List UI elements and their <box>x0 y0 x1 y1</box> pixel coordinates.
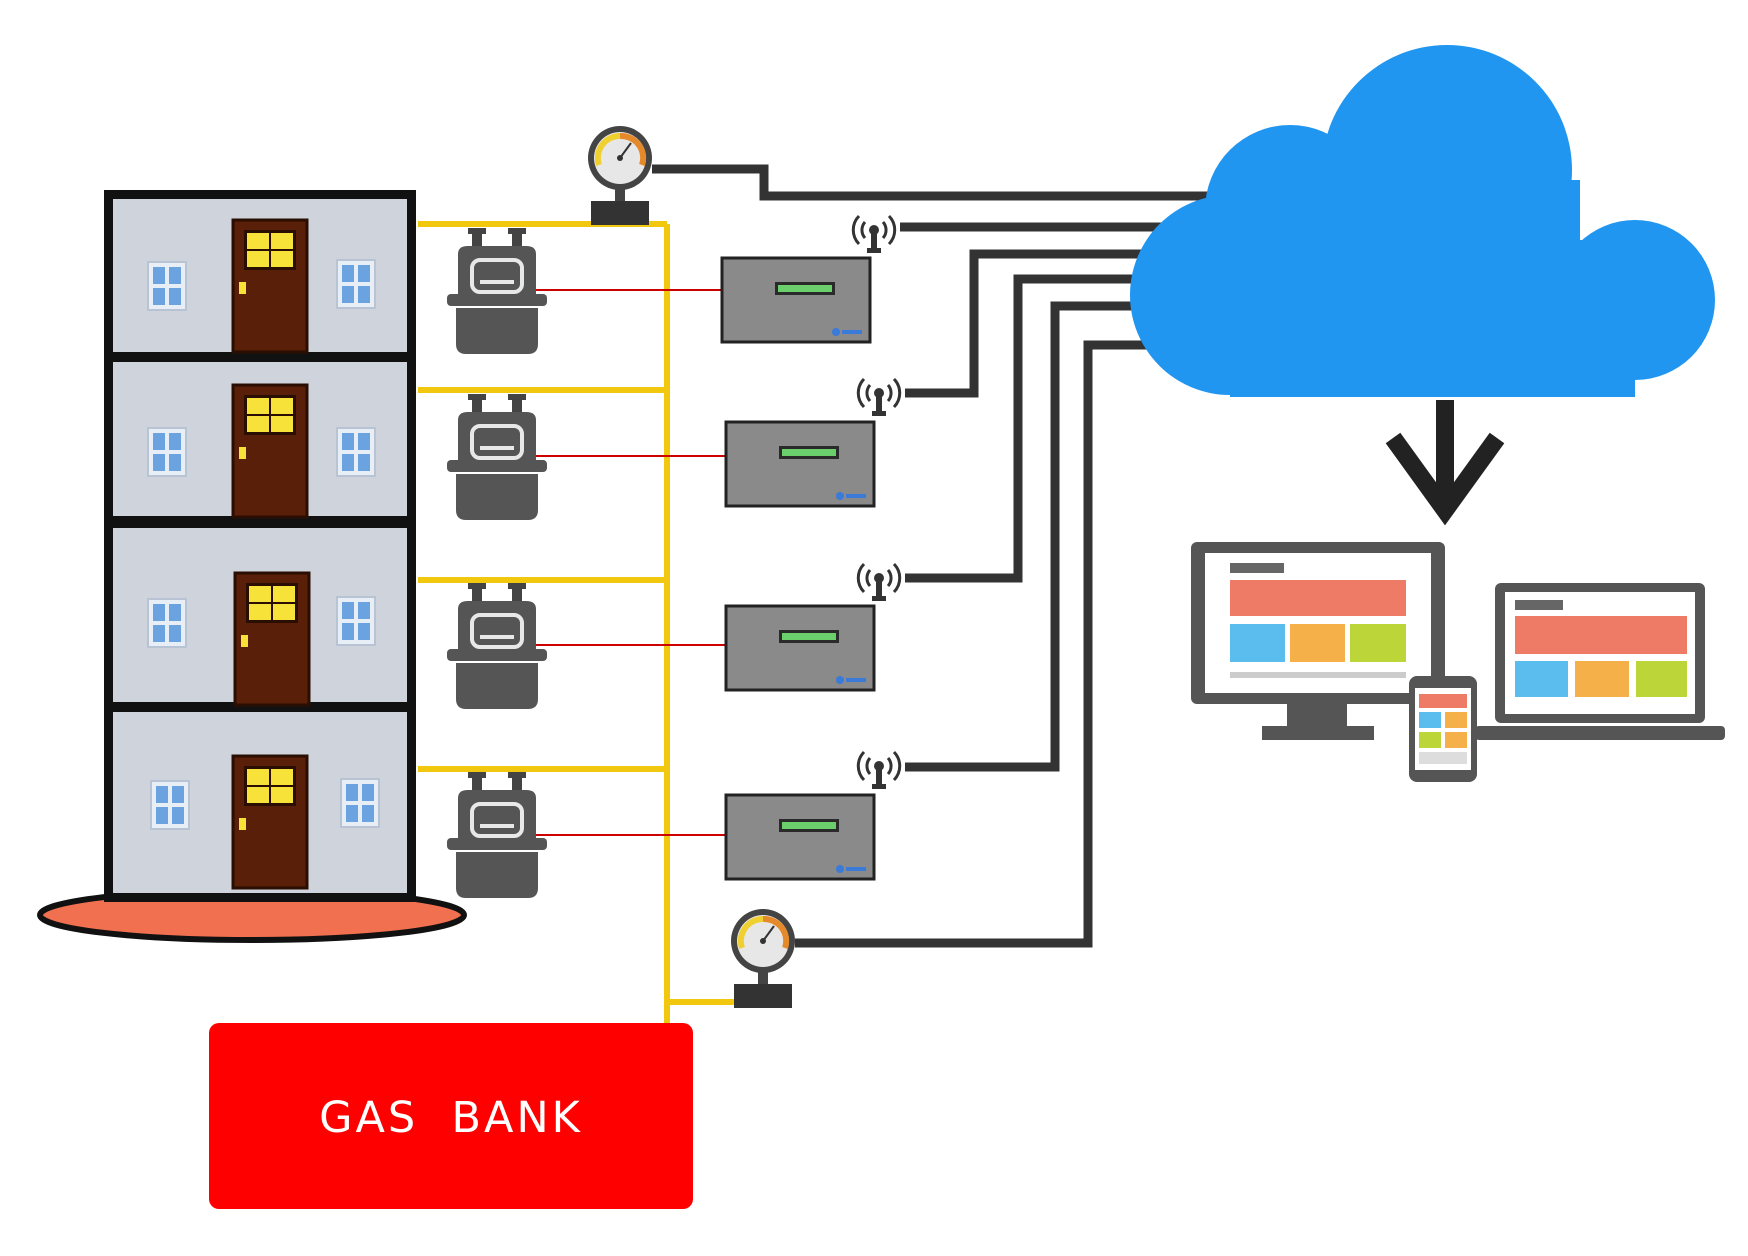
data-logger-box-icon <box>720 256 872 344</box>
desktop-monitor <box>1191 542 1445 740</box>
laptop <box>1475 583 1725 740</box>
gas-bank-label: GAS BANK <box>319 1093 583 1143</box>
pressure-gauge-icon <box>731 909 795 1008</box>
monitor-laptop-phone-icon <box>1191 542 1725 782</box>
gas-meters <box>445 226 549 900</box>
floor-3 <box>113 528 407 707</box>
floor-1 <box>113 199 407 354</box>
data-loggers <box>720 256 876 881</box>
cable-bottom-gauge <box>795 340 1180 948</box>
cable-top-gauge <box>652 164 1240 201</box>
pressure-gauge-icon <box>588 126 652 225</box>
data-logger-box-icon <box>724 420 876 508</box>
gas-bank-box <box>209 1023 693 1209</box>
arrow-down-icon <box>1385 400 1505 526</box>
cable-logger-2 <box>905 249 1180 398</box>
cable-logger-3 <box>905 274 1180 583</box>
gas-pipes <box>418 221 745 1055</box>
wireless-antenna-icon <box>856 750 902 791</box>
wireless-antenna-icon <box>856 562 902 603</box>
data-logger-box-icon <box>724 793 876 881</box>
gas-bank: GAS BANK <box>209 1023 693 1209</box>
floor-2 <box>113 362 407 519</box>
gas-meter-icon <box>445 770 549 900</box>
apartment-building-icon <box>37 190 467 943</box>
gas-meter-icon <box>445 226 549 356</box>
wireless-antenna-icon <box>851 214 897 255</box>
wireless-antenna-icon <box>856 377 902 418</box>
cable-logger-4 <box>905 301 1180 772</box>
floor-4 <box>113 712 407 893</box>
meter-links <box>490 289 726 836</box>
gas-meter-icon <box>445 581 549 711</box>
cloud-icon <box>1130 45 1715 397</box>
signal-cables <box>652 164 1240 948</box>
gas-meter-icon <box>445 392 549 522</box>
smartphone <box>1409 676 1477 782</box>
data-logger-box-icon <box>724 604 876 692</box>
